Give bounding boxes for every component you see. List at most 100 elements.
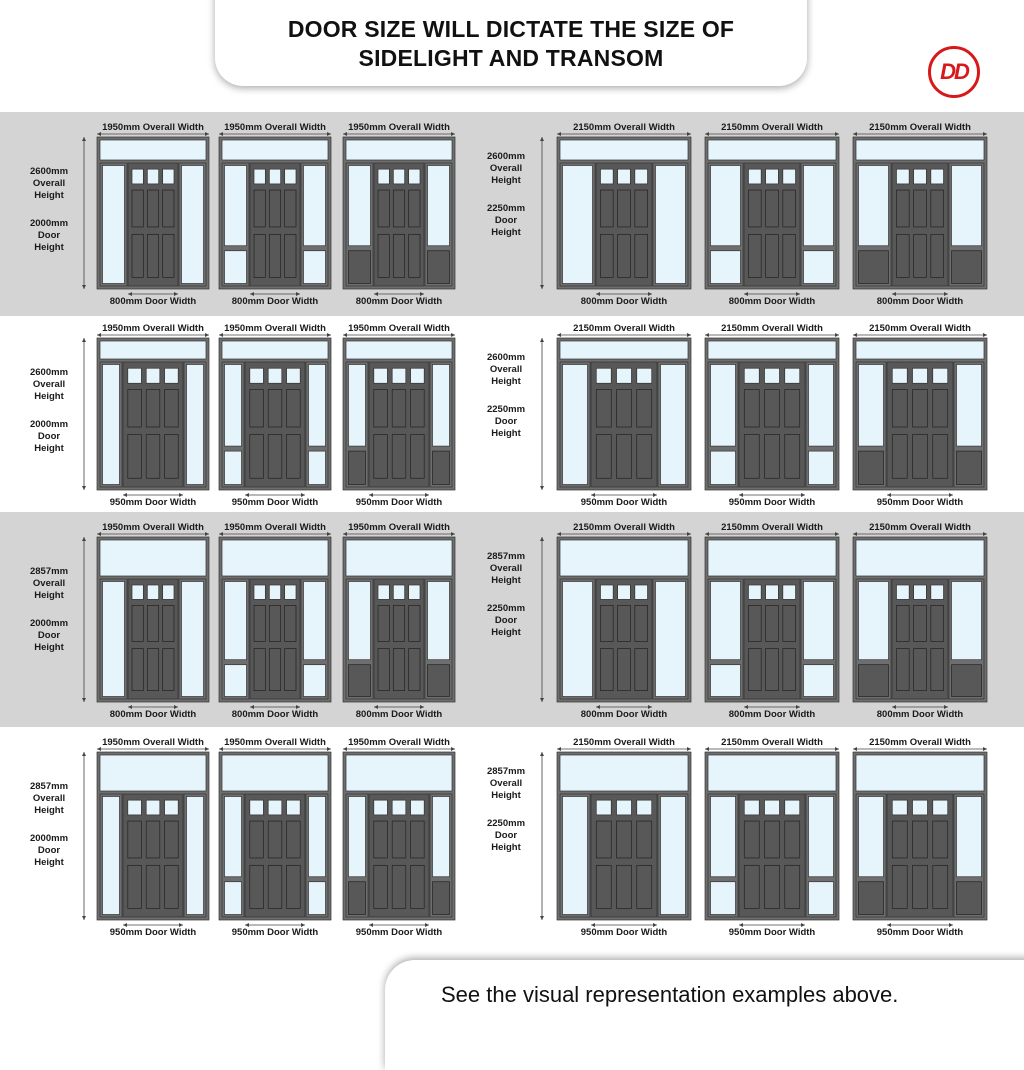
arrow-head	[540, 486, 544, 490]
sidelight-glass	[655, 581, 686, 697]
arrow-head	[174, 705, 178, 709]
arrow-head	[205, 747, 209, 751]
sidelight-glass	[432, 796, 450, 878]
arrow-head	[82, 285, 86, 289]
overall-width-label: 1950mm Overall Width	[348, 122, 450, 133]
door-panel	[784, 389, 801, 428]
arrow-head	[327, 132, 331, 136]
footer-card	[385, 960, 1024, 1070]
door-panel	[267, 820, 283, 859]
arrow-head	[369, 923, 373, 927]
sidelight-glass	[956, 364, 982, 447]
sidelight-lower-glass	[710, 664, 741, 697]
sidelight-glass	[562, 165, 593, 284]
arrow-head	[250, 705, 254, 709]
sidelight-lower-panel	[858, 881, 884, 915]
overall-width-label: 1950mm Overall Width	[224, 737, 326, 748]
door-glass-pane	[782, 168, 796, 185]
arrow-head	[82, 338, 86, 342]
arrow-head	[739, 923, 743, 927]
door-panel	[284, 648, 297, 691]
sidelight-lower-glass	[224, 664, 247, 697]
door-glass-pane	[912, 799, 928, 816]
arrow-head	[853, 132, 857, 136]
door-panel	[932, 864, 949, 909]
sidelight-glass	[858, 364, 884, 447]
arrow-head	[557, 747, 561, 751]
arrow-head	[540, 752, 544, 756]
arrow-head	[744, 292, 748, 296]
door-glass-pane	[391, 367, 407, 384]
arrow-head	[425, 923, 429, 927]
arrow-head	[451, 532, 455, 536]
overall-width-label: 1950mm Overall Width	[348, 522, 450, 533]
door-panel	[748, 189, 762, 228]
sidelight-glass	[427, 581, 450, 661]
door-height-label: Height	[34, 443, 64, 454]
overall-width-label: 2150mm Overall Width	[721, 737, 823, 748]
door-panel	[253, 189, 266, 228]
overall-width-label: 2150mm Overall Width	[573, 522, 675, 533]
door-panel	[162, 605, 175, 642]
door-panel	[268, 189, 282, 228]
arrow-head	[82, 537, 86, 541]
door-glass-pane	[896, 168, 910, 185]
arrow-head	[705, 333, 709, 337]
door-panel	[253, 648, 266, 691]
arrow-head	[123, 923, 127, 927]
sidelight-glass	[710, 364, 736, 447]
door-panel	[930, 605, 944, 642]
door-panel	[782, 233, 796, 278]
door-glass-pane	[268, 168, 282, 185]
arrow-head	[892, 705, 896, 709]
door-panel	[162, 233, 175, 278]
overall-width-label: 2150mm Overall Width	[869, 323, 971, 334]
arrow-head	[82, 137, 86, 141]
door-panel	[595, 434, 612, 479]
door-panel	[408, 233, 421, 278]
door-panel	[913, 233, 927, 278]
door-panel	[127, 434, 142, 479]
door-glass-pane	[891, 799, 908, 816]
door-height-label: 2000mm	[30, 618, 68, 629]
arrow-head	[949, 923, 953, 927]
arrow-head	[835, 333, 839, 337]
door-glass-pane	[249, 799, 264, 816]
door-panel	[913, 648, 927, 691]
sidelight-glass	[710, 165, 741, 247]
door-width-label: 800mm Door Width	[581, 709, 668, 720]
door-panel	[932, 389, 949, 428]
door-glass-pane	[162, 584, 175, 600]
door-panel	[127, 864, 142, 909]
transom-glass	[221, 539, 329, 577]
arrow-head	[343, 747, 347, 751]
door-panel	[131, 189, 144, 228]
door-panel	[616, 820, 632, 859]
sidelight-glass	[186, 364, 204, 485]
arrow-head	[451, 333, 455, 337]
door-panel	[743, 389, 760, 428]
arrow-head	[301, 493, 305, 497]
door-panel	[391, 389, 407, 428]
door-glass-pane	[636, 367, 653, 384]
sidelight-glass	[348, 581, 371, 661]
arrow-head	[219, 747, 223, 751]
sidelight-glass	[224, 796, 242, 878]
door-panel	[896, 605, 910, 642]
door-glass-pane	[284, 168, 297, 185]
transom-glass	[855, 139, 985, 161]
arrow-head	[123, 493, 127, 497]
door-panel	[617, 605, 631, 642]
overall-width-label: 2150mm Overall Width	[721, 122, 823, 133]
transom-glass	[345, 139, 453, 161]
door-height-label: Height	[491, 428, 521, 439]
door-panel	[253, 605, 266, 642]
door-panel	[249, 820, 264, 859]
door-glass-pane	[408, 168, 421, 185]
door-panel	[164, 820, 179, 859]
